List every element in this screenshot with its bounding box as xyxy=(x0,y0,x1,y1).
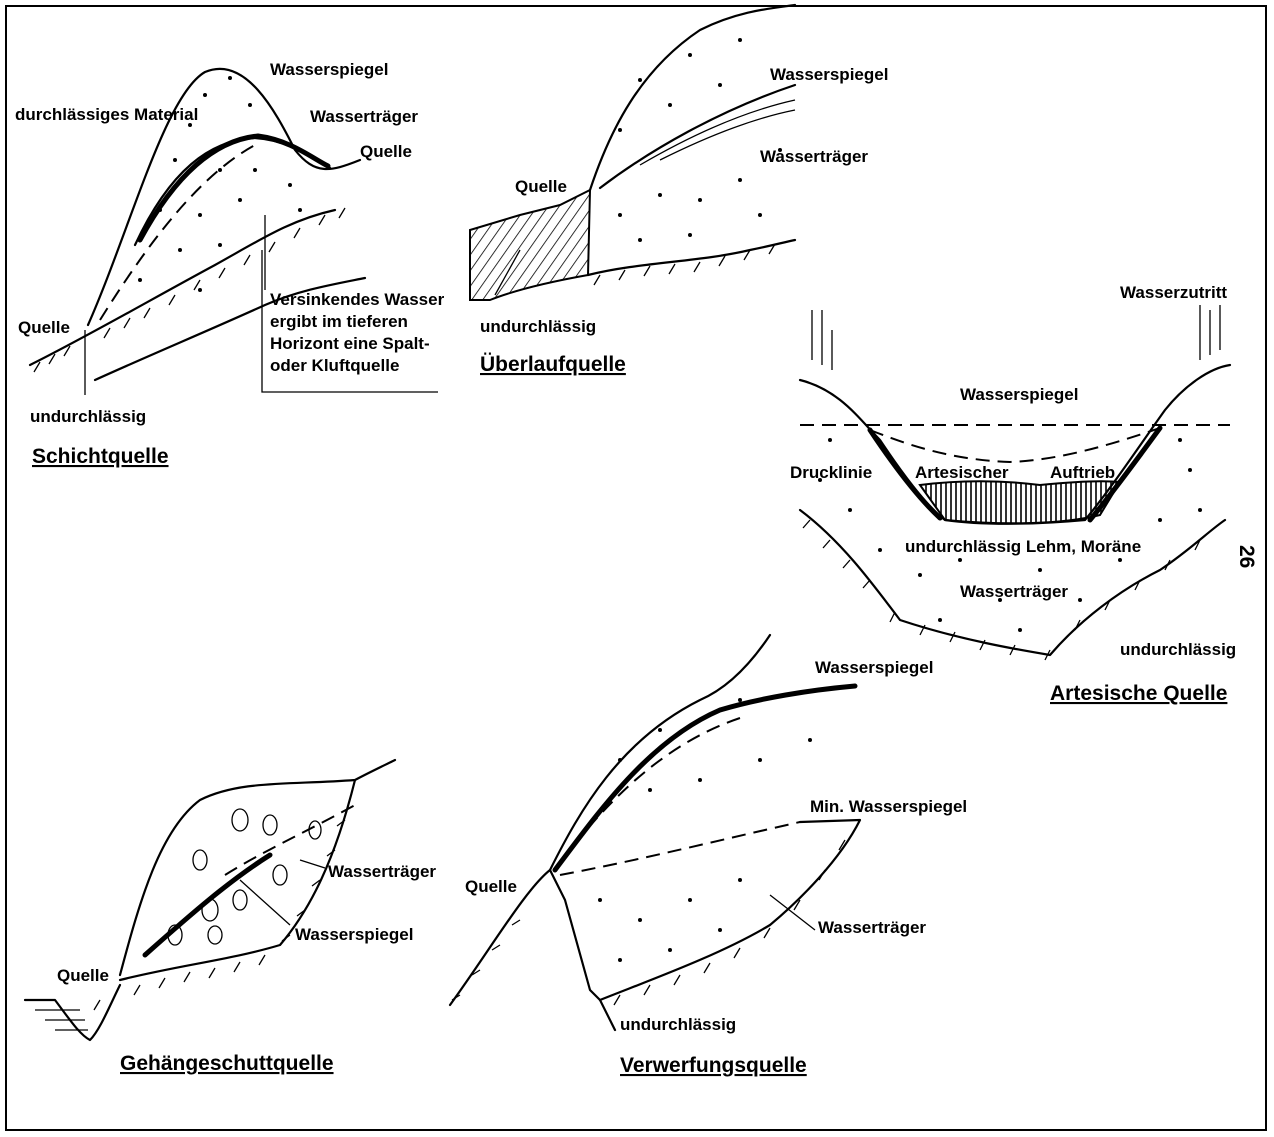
artesische-group: Wasserzutritt Wasserspiegel Drucklinie A… xyxy=(790,283,1258,705)
schichtquelle-dots xyxy=(138,76,302,292)
artesisch-pressure-line xyxy=(869,427,1161,464)
schichtquelle-note-line4: oder Kluftquelle xyxy=(270,356,399,375)
verwerfung-water-dash xyxy=(559,717,741,863)
ueberlauf-quelle-label: Quelle xyxy=(515,177,567,196)
verwerfung-quelle-label: Quelle xyxy=(465,877,517,896)
schichtquelle-material-label: durchlässiges Material xyxy=(15,105,198,124)
ueberlauf-base xyxy=(586,238,797,277)
schichtquelle-dashed-line xyxy=(99,144,256,321)
artesisch-lehm-label: undurchlässig Lehm, Moräne xyxy=(905,537,1141,556)
schichtquelle-group: durchlässiges Material Wasserspiegel Was… xyxy=(15,60,445,468)
ueberlaufquelle-group: Wasserspiegel Wasserträger Quelle undurc… xyxy=(469,3,888,376)
schichtquelle-title: Schichtquelle xyxy=(32,445,169,468)
ueberlauf-wasserspiegel-label: Wasserspiegel xyxy=(770,65,888,84)
gehaenge-pond xyxy=(23,983,122,1042)
verwerfung-dots xyxy=(598,698,812,962)
gehaenge-group: Wasserträger Wasserspiegel Quelle Gehäng… xyxy=(23,758,436,1075)
verwerfung-min-water xyxy=(559,821,801,876)
ueberlauf-hatch-ticks xyxy=(593,243,776,286)
verwerfung-undurchlaessig-label: undurchlässig xyxy=(620,1015,736,1034)
schichtquelle-note-line3: Horizont eine Spalt- xyxy=(270,334,430,353)
gehaenge-hatch-ticks xyxy=(93,819,346,1011)
verwerfung-min-wasserspiegel-label: Min. Wasserspiegel xyxy=(810,797,967,816)
artesisch-wasserzutritt-label: Wasserzutritt xyxy=(1120,283,1227,302)
verwerfung-pointer-wt xyxy=(769,894,816,931)
schichtquelle-lower-ground xyxy=(93,276,367,382)
artesisch-artesischer-label: Artesischer xyxy=(915,463,1009,482)
gehaenge-hill-outline xyxy=(118,758,397,977)
verwerfung-wassertraeger-label: Wasserträger xyxy=(818,918,926,937)
schichtquelle-undurchlaessig-label: undurchlässig xyxy=(30,407,146,426)
ueberlauf-pointer xyxy=(494,249,521,296)
schichtquelle-wasserspiegel-label: Wasserspiegel xyxy=(270,60,388,79)
verwerfung-aquifer-outline xyxy=(598,818,862,1002)
ueberlauf-title: Überlaufquelle xyxy=(480,353,626,376)
ueberlauf-hill-outline xyxy=(588,3,797,192)
ueberlauf-undurchlaessig-label: undurchlässig xyxy=(480,317,596,336)
artesisch-dots xyxy=(818,438,1202,632)
schichtquelle-quelle-left-label: Quelle xyxy=(18,318,70,337)
artesisch-heavy-right xyxy=(1087,425,1163,523)
schichtquelle-hatch-ticks xyxy=(33,207,346,373)
gehaenge-pointer-wt xyxy=(299,859,326,869)
ueberlauf-water-lines xyxy=(639,99,796,166)
artesisch-wassertraeger-label: Wasserträger xyxy=(960,582,1068,601)
page-mark: 26 xyxy=(1235,545,1258,568)
artesisch-title: Artesische Quelle xyxy=(1050,682,1227,705)
gehaenge-wasserspiegel-label: Wasserspiegel xyxy=(295,925,413,944)
schichtquelle-quelle-right-label: Quelle xyxy=(360,142,412,161)
schichtquelle-hill-outline xyxy=(86,67,362,327)
ueberlauf-impermeable-block xyxy=(469,188,592,301)
gehaenge-pointer-ws xyxy=(239,879,291,926)
artesisch-aquifer-base xyxy=(798,508,1227,657)
artesisch-wasserspiegel-label: Wasserspiegel xyxy=(960,385,1078,404)
schichtquelle-wassertraeger-label: Wasserträger xyxy=(310,107,418,126)
verwerfung-fault xyxy=(548,868,602,1002)
gehaenge-base xyxy=(118,778,357,982)
ueberlauf-water-table xyxy=(598,83,797,190)
verwerfung-title: Verwerfungsquelle xyxy=(620,1054,807,1077)
verwerfung-hatch-ticks xyxy=(451,839,846,1006)
schichtquelle-water-table xyxy=(137,133,331,243)
artesisch-impermeable-layer xyxy=(918,480,1122,525)
verwerfung-wasserspiegel-label: Wasserspiegel xyxy=(815,658,933,677)
gehaenge-pond-lines xyxy=(35,1009,88,1031)
artesisch-hatch-ticks xyxy=(802,519,1201,661)
ueberlauf-wassertraeger-label: Wasserträger xyxy=(760,147,868,166)
artesisch-heavy-left xyxy=(867,427,943,521)
gehaenge-water-dash xyxy=(224,804,356,876)
artesisch-arrows-right xyxy=(1199,305,1221,360)
schichtquelle-note-line2: ergibt im tieferen xyxy=(270,312,408,331)
schichtquelle-ground-base xyxy=(28,208,337,367)
artesisch-drucklinie-label: Drucklinie xyxy=(790,463,872,482)
gehaenge-title: Gehängeschuttquelle xyxy=(120,1052,334,1075)
figure-frame xyxy=(5,5,1267,1131)
artesisch-undurchlaessig-label: undurchlässig xyxy=(1120,640,1236,659)
verwerfung-water-table xyxy=(552,683,858,873)
verwerfung-group: Wasserspiegel Min. Wasserspiegel Quelle … xyxy=(448,633,967,1077)
gehaenge-boulders xyxy=(167,808,322,946)
schichtquelle-note-bracket xyxy=(261,250,438,393)
schichtquelle-note-line1: Versinkendes Wasser xyxy=(270,290,445,309)
gehaenge-quelle-label: Quelle xyxy=(57,966,109,985)
artesisch-arrows-left xyxy=(811,310,833,370)
verwerfung-hill-outline xyxy=(448,633,772,1007)
ueberlauf-dots xyxy=(618,38,782,242)
artesisch-auftrieb-label: Auftrieb xyxy=(1050,463,1115,482)
verwerfung-lower-base xyxy=(598,998,617,1032)
gehaenge-water-line xyxy=(142,852,273,958)
gehaenge-wassertraeger-label: Wasserträger xyxy=(328,862,436,881)
